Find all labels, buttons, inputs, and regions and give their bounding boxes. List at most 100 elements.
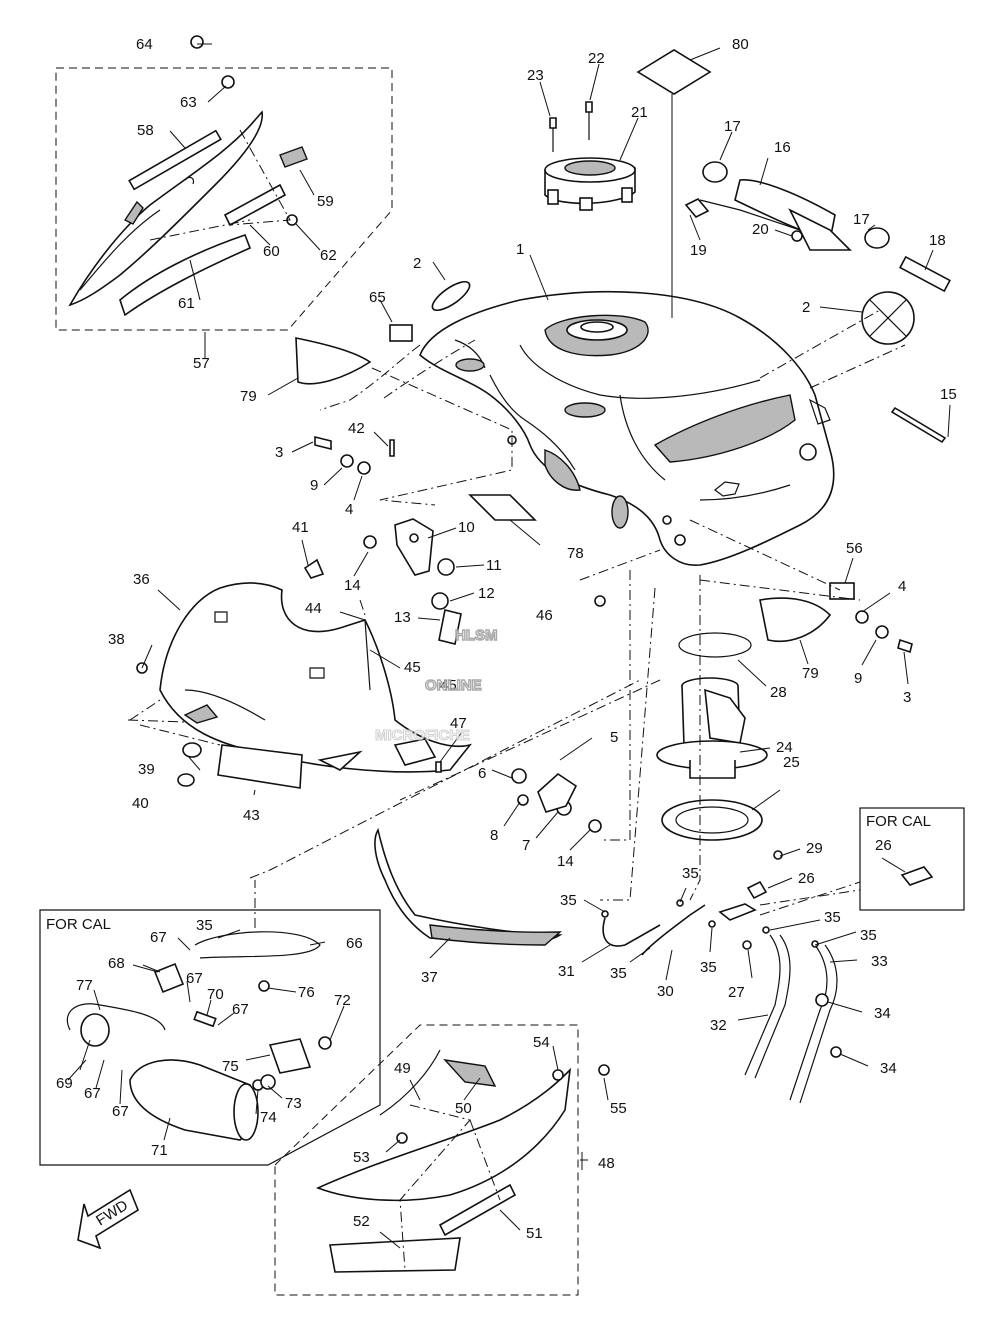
callout-40: 40 <box>132 795 149 812</box>
under-cowl <box>374 827 563 944</box>
callout-78: 78 <box>567 545 584 562</box>
watermark-line-3: MICROFICHE <box>375 727 470 744</box>
callout-69: 69 <box>56 1075 73 1092</box>
top-cowl <box>136 558 473 789</box>
callout-34-bottom: 34 <box>880 1060 897 1077</box>
callout-62: 62 <box>320 247 337 264</box>
callout-74: 74 <box>260 1109 277 1126</box>
callout-31: 31 <box>558 963 575 980</box>
fuel-tank <box>419 290 835 566</box>
side-cover-assembly <box>68 35 308 317</box>
callout-18: 18 <box>929 232 946 249</box>
callout-47: 47 <box>450 715 467 732</box>
callout-56: 56 <box>846 540 863 557</box>
callout-6: 6 <box>478 765 486 782</box>
canister-assembly <box>431 161 951 345</box>
callout-76: 76 <box>298 984 315 1001</box>
callout-75: 75 <box>222 1058 239 1075</box>
callout-5: 5 <box>610 729 618 746</box>
callout-34-top: 34 <box>874 1005 891 1022</box>
watermark-line-2: ONLINE <box>425 677 482 694</box>
callout-49: 49 <box>394 1060 411 1077</box>
callout-17-top: 17 <box>724 118 741 135</box>
callout-38: 38 <box>108 631 125 648</box>
callout-61: 61 <box>178 295 195 312</box>
callout-7: 7 <box>522 837 530 854</box>
callout-42: 42 <box>348 420 365 437</box>
callout-58: 58 <box>137 122 154 139</box>
callout-67-e: 67 <box>112 1103 129 1120</box>
callout-27: 27 <box>728 984 745 1001</box>
fwd-arrow: FWD <box>77 1188 139 1250</box>
callout-9-left: 9 <box>310 477 318 494</box>
callout-64: 64 <box>136 36 153 53</box>
callout-35-g: 35 <box>196 917 213 934</box>
callout-55: 55 <box>610 1100 627 1117</box>
caution-label <box>636 49 712 95</box>
callout-9-right: 9 <box>854 670 862 687</box>
callout-71: 71 <box>151 1142 168 1159</box>
filler-cap-assembly <box>544 101 636 211</box>
callout-32: 32 <box>710 1017 727 1034</box>
callout-66: 66 <box>346 935 363 952</box>
callout-33: 33 <box>871 953 888 970</box>
side-panel-assembly <box>315 1049 610 1273</box>
callout-41: 41 <box>292 519 309 536</box>
callout-4-left: 4 <box>345 501 353 518</box>
callout-30: 30 <box>657 983 674 1000</box>
callout-10: 10 <box>458 519 475 536</box>
callout-21: 21 <box>631 104 648 121</box>
callout-26-box: 26 <box>875 837 892 854</box>
callout-35-e: 35 <box>610 965 627 982</box>
bolts-left <box>314 406 947 833</box>
sticker-78 <box>468 494 537 521</box>
callout-25: 25 <box>783 754 800 771</box>
callout-13: 13 <box>394 609 411 626</box>
hoses <box>601 899 842 1104</box>
callout-73: 73 <box>285 1095 302 1112</box>
for-cal-label-left: FOR CAL <box>46 916 111 933</box>
callout-35-a: 35 <box>560 892 577 909</box>
callout-39: 39 <box>138 761 155 778</box>
watermark: HLSM ONLINE MICROFICHE <box>375 626 499 744</box>
callout-51: 51 <box>526 1225 543 1242</box>
callout-35-c: 35 <box>824 909 841 926</box>
callout-67-a: 67 <box>150 929 167 946</box>
for-cal-box-left <box>39 909 381 1166</box>
bracket-assembly <box>363 518 606 645</box>
pad-65 <box>389 324 413 342</box>
callout-57: 57 <box>193 355 210 372</box>
callout-2-right: 2 <box>802 299 810 316</box>
callout-46: 46 <box>536 607 553 624</box>
callout-19: 19 <box>690 242 707 259</box>
callout-17-right: 17 <box>853 211 870 228</box>
callout-3-right: 3 <box>903 689 911 706</box>
callout-60: 60 <box>263 243 280 260</box>
callout-77: 77 <box>76 977 93 994</box>
dashed-group-48 <box>274 1024 579 1296</box>
callout-79-right: 79 <box>802 665 819 682</box>
callout-14-top: 14 <box>344 577 361 594</box>
callout-16: 16 <box>774 139 791 156</box>
callout-3-left: 3 <box>275 444 283 461</box>
callout-43: 43 <box>243 807 260 824</box>
callout-12: 12 <box>478 585 495 602</box>
callout-68: 68 <box>108 955 125 972</box>
callout-37: 37 <box>421 969 438 986</box>
callout-23: 23 <box>527 67 544 84</box>
callout-28: 28 <box>770 684 787 701</box>
callout-24: 24 <box>776 739 793 756</box>
callout-53: 53 <box>353 1149 370 1166</box>
cal-canister-assembly <box>66 931 332 1141</box>
callout-70: 70 <box>207 986 224 1003</box>
callout-67-c: 67 <box>232 1001 249 1018</box>
callout-59: 59 <box>317 193 334 210</box>
callout-15: 15 <box>940 386 957 403</box>
callout-36: 36 <box>133 571 150 588</box>
callout-45-b: 45 <box>440 677 457 694</box>
callout-8: 8 <box>490 827 498 844</box>
watermark-line-1: HLSM <box>455 627 498 644</box>
panel-79-left <box>295 337 372 385</box>
callout-54: 54 <box>533 1034 550 1051</box>
